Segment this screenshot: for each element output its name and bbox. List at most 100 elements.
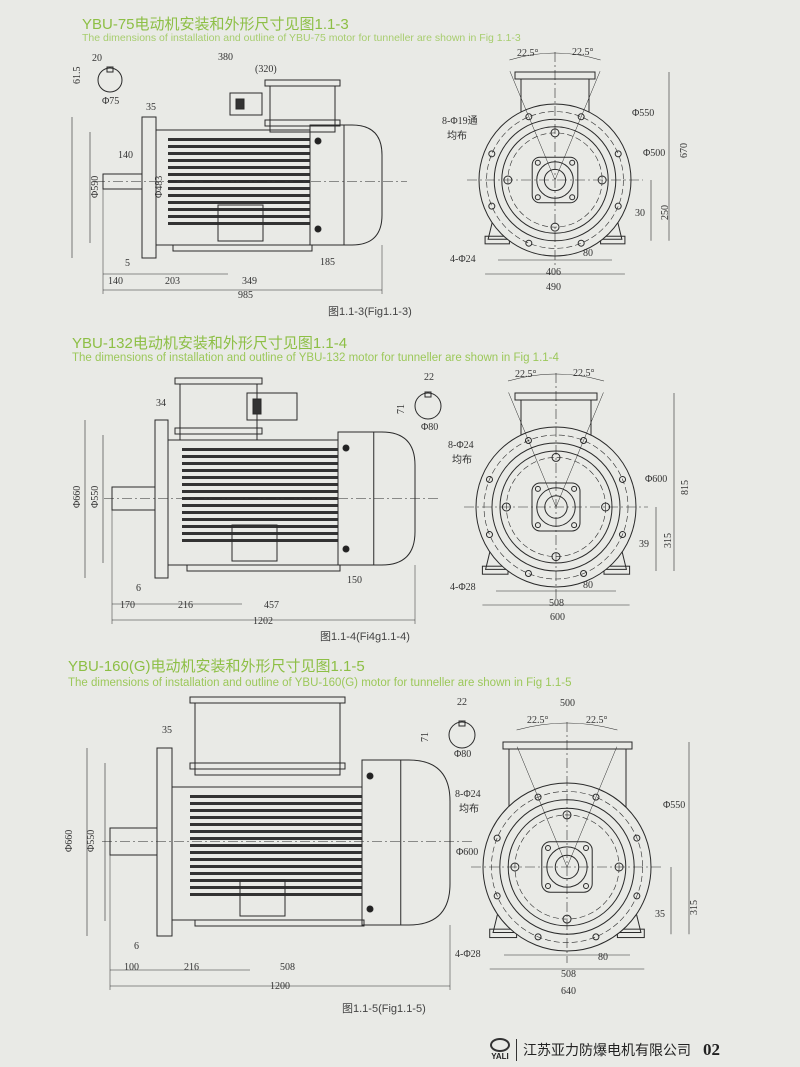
- fig2-front-dims: 22.5° 22.5° 8-Φ24 均布 Φ600 815 315 39 4-Φ…: [448, 368, 691, 623]
- dim-label: 508: [561, 969, 576, 980]
- cooling-fin: [182, 469, 338, 472]
- bolt-hole: [485, 531, 493, 539]
- cooling-fin: [168, 208, 310, 211]
- dim-label: 406: [546, 267, 561, 278]
- terminal-box-flange: [189, 762, 346, 770]
- nameplate-window: [217, 204, 264, 242]
- dim-label: 22: [457, 697, 467, 708]
- terminal-box-lid: [174, 377, 263, 385]
- dim-label: 22.5°: [572, 47, 594, 58]
- cooling-fin: [168, 152, 310, 155]
- motor-side-view: [86, 696, 475, 990]
- terminal-box-lid: [189, 696, 346, 704]
- dim-label: 20: [92, 53, 102, 64]
- cooling-fin: [182, 483, 338, 486]
- dim-label: 985: [238, 290, 253, 301]
- bolt-hole: [488, 202, 496, 210]
- dim-label: 250: [660, 205, 671, 220]
- dim-label: 500: [560, 698, 575, 709]
- angle-arc: [516, 722, 618, 731]
- motor-front-view: [464, 373, 675, 606]
- dim-label: 22.5°: [527, 715, 549, 726]
- shaft-keyway-detail: [414, 391, 442, 420]
- cap-screw: [569, 194, 576, 201]
- dim-label: 216: [178, 600, 193, 611]
- shaft-section: [414, 392, 442, 420]
- dim-label: Φ590: [90, 176, 101, 198]
- keyway: [106, 66, 114, 73]
- dim-label: 8-Φ19通: [442, 115, 478, 127]
- divider: [516, 1038, 517, 1061]
- bolt-icon: [342, 444, 350, 452]
- dim-label: 30: [635, 208, 645, 219]
- bolt-hole: [619, 475, 627, 483]
- dim-label: 35: [146, 102, 156, 113]
- angle-line: [554, 71, 601, 181]
- cap-screw: [534, 522, 541, 529]
- cap-screw: [583, 844, 590, 851]
- cooling-fin: [190, 795, 362, 798]
- cooling-fin: [190, 872, 362, 875]
- figure-caption: 图1.1-4(Fi4g1.1-4): [320, 630, 410, 643]
- cooling-fin: [190, 809, 362, 812]
- dim-label: 349: [242, 276, 257, 287]
- dim-label: 71: [396, 404, 407, 414]
- figure-caption: 图1.1-3(Fig1.1-3): [328, 305, 412, 318]
- dim-label: 315: [689, 900, 700, 915]
- bolt-icon: [342, 545, 350, 553]
- dim-label: Φ483: [154, 176, 165, 198]
- cooling-fin: [168, 222, 310, 225]
- dim-label: 185: [320, 257, 335, 268]
- bolt-hole: [614, 202, 622, 210]
- cooling-fin: [190, 858, 362, 861]
- cap-screw: [534, 485, 541, 492]
- shaft-keyway-detail: [448, 720, 476, 749]
- dim-label: Φ660: [64, 830, 75, 852]
- cable-gland: [229, 92, 263, 116]
- dim-label: 8-Φ24: [455, 789, 481, 800]
- dim-label: 22.5°: [515, 369, 537, 380]
- dim-label: 均布: [459, 803, 479, 815]
- bolt-icon: [366, 905, 374, 913]
- shaft-keyway-detail: [97, 66, 123, 93]
- cooling-fin: [182, 497, 338, 500]
- section-title-cn: YBU-132电动机安装和外形尺寸见图1.1-4: [72, 335, 348, 352]
- bolt-hole: [619, 531, 627, 539]
- bolt-hole: [524, 436, 532, 444]
- shaft-section: [97, 67, 123, 93]
- cooling-fin: [182, 539, 338, 542]
- section-title-en: The dimensions of installation and outli…: [72, 352, 559, 364]
- cooling-fin: [182, 476, 338, 479]
- terminal-box-lid: [502, 741, 633, 750]
- section-title-en: The dimensions of installation and outli…: [82, 32, 521, 44]
- section-title-cn: YBU-160(G)电动机安装和外形尺寸见图1.1-5: [68, 658, 365, 675]
- angle-line: [508, 392, 557, 508]
- dim-label: 600: [550, 612, 565, 623]
- logo-icon: [490, 1038, 510, 1052]
- end-cover: [337, 431, 416, 566]
- cooling-fin: [190, 830, 362, 833]
- dim-label: 1202: [253, 616, 273, 627]
- dim-label: 35: [162, 725, 172, 736]
- cooling-fin: [168, 201, 310, 204]
- cooling-fin: [168, 138, 310, 141]
- dim-label: 39: [639, 539, 649, 550]
- angle-line: [566, 746, 618, 868]
- bolt-hole: [633, 834, 641, 842]
- bolt-hole: [592, 933, 600, 941]
- dim-label: 670: [679, 143, 690, 158]
- cooling-fin: [182, 518, 338, 521]
- cooling-fin: [190, 865, 362, 868]
- dim-label: 61.5: [72, 67, 83, 85]
- dim-label: 均布: [447, 130, 467, 142]
- dim-label: Φ550: [663, 800, 685, 811]
- bolt-hole: [493, 834, 501, 842]
- dim-label: 4-Φ28: [455, 949, 481, 960]
- angle-line: [516, 746, 568, 868]
- dim-label: 216: [184, 962, 199, 973]
- cooling-fin: [182, 525, 338, 528]
- motor-side-view: [84, 377, 440, 624]
- cooling-fin: [182, 532, 338, 535]
- bolt-hole: [493, 892, 501, 900]
- bolt-icon: [366, 772, 374, 780]
